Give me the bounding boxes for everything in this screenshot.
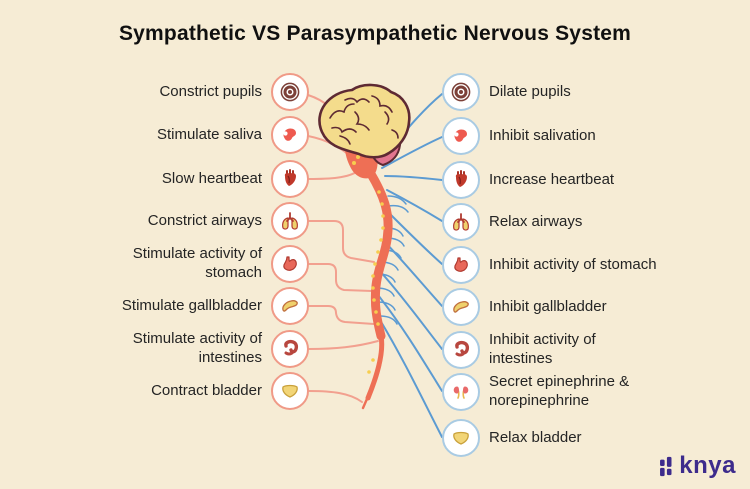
icon-circle (442, 331, 480, 369)
parasympathetic-row: Inhibit activity of stomach (442, 246, 742, 284)
parasympathetic-row: Dilate pupils (442, 73, 742, 111)
cerebellum (368, 142, 402, 167)
icon-circle (442, 203, 480, 241)
sympathetic-row: Contract bladder (0, 372, 309, 410)
icon-circle (271, 202, 309, 240)
icon-circle (271, 116, 309, 154)
parasympathetic-lines (375, 93, 443, 438)
heart-icon (455, 170, 467, 187)
icon-circle (271, 372, 309, 410)
parasympathetic-row: Secret epinephrine & norepinephrine (442, 373, 742, 411)
spinal-ganglia-dots (352, 148, 385, 374)
page-title: Sympathetic VS Parasympathetic Nervous S… (118, 22, 632, 45)
icon-circle (271, 160, 309, 198)
row-label: Dilate pupils (489, 82, 571, 100)
row-label: Slow heartbeat (161, 169, 262, 187)
heart-icon (284, 169, 296, 186)
row-label: Inhibit gallbladder (489, 297, 607, 315)
row-label: Stimulate gallbladder (121, 296, 262, 314)
row-label: Secret epinephrine & norepinephrine (489, 373, 630, 409)
intestines-icon (284, 339, 299, 356)
eye-pupil-icon (280, 82, 300, 102)
icon-circle (442, 73, 480, 111)
icon-circle (442, 373, 480, 411)
stomach-icon (283, 256, 297, 271)
salivary-gland-icon (283, 128, 296, 141)
nerve-branches (375, 195, 409, 325)
icon-circle (271, 73, 309, 111)
stomach-icon (454, 257, 468, 272)
parasympathetic-row: Relax airways (442, 203, 742, 241)
parasympathetic-row: Relax bladder (442, 419, 742, 457)
sympathetic-row: Constrict airways (0, 202, 309, 240)
sympathetic-row: Slow heartbeat (0, 160, 309, 198)
row-label: Inhibit activity of stomach (489, 255, 657, 273)
icon-circle (442, 117, 480, 155)
spinal-cord (361, 169, 393, 410)
icon-circle (271, 245, 309, 283)
sympathetic-row: Stimulate saliva (0, 116, 309, 154)
sympathetic-row: Constrict pupils (0, 73, 309, 111)
sympathetic-row: Stimulate gallbladder (0, 287, 309, 325)
bladder-icon (282, 384, 298, 398)
gallbladder-icon (453, 301, 469, 313)
row-label: Increase heartbeat (489, 170, 615, 188)
row-label: Stimulate activity of stomach (132, 245, 262, 281)
brain-gyri (329, 95, 399, 145)
intestines-icon (455, 340, 470, 357)
parasympathetic-row: Inhibit gallbladder (442, 288, 742, 326)
icon-circle (442, 161, 480, 199)
icon-circle (442, 419, 480, 457)
icon-circle (442, 288, 480, 326)
bladder-icon (453, 431, 469, 445)
row-label: Inhibit salivation (489, 126, 596, 144)
kidneys-icon (453, 386, 469, 399)
brand-logo: knya (658, 452, 736, 480)
row-label: Constrict pupils (159, 82, 262, 100)
sympathetic-row: Stimulate activity of intestines (0, 330, 309, 368)
sympathetic-row: Stimulate activity of stomach (0, 245, 309, 283)
parasympathetic-row: Inhibit activity of intestines (442, 331, 742, 369)
salivary-gland-icon (454, 129, 467, 142)
row-label: Relax bladder (489, 428, 582, 446)
icon-circle (271, 287, 309, 325)
parasympathetic-row: Inhibit salivation (442, 117, 742, 155)
brain (318, 83, 411, 159)
icon-circle (442, 246, 480, 284)
lungs-icon (453, 213, 469, 231)
row-label: Stimulate activity of intestines (132, 330, 262, 366)
row-label: Constrict airways (147, 211, 262, 229)
knya-logo-icon (660, 456, 672, 477)
brainstem (344, 136, 378, 179)
row-label: Stimulate saliva (156, 125, 262, 143)
brand-name: knya (679, 452, 736, 479)
icon-circle (271, 330, 309, 368)
gallbladder-icon (282, 300, 298, 312)
lungs-icon (282, 212, 298, 230)
row-label: Contract bladder (151, 381, 262, 399)
sympathetic-lines (307, 94, 379, 403)
row-label: Inhibit activity of intestines (489, 331, 596, 367)
parasympathetic-row: Increase heartbeat (442, 161, 742, 199)
row-label: Relax airways (489, 212, 583, 230)
eye-pupil-icon (451, 82, 471, 102)
